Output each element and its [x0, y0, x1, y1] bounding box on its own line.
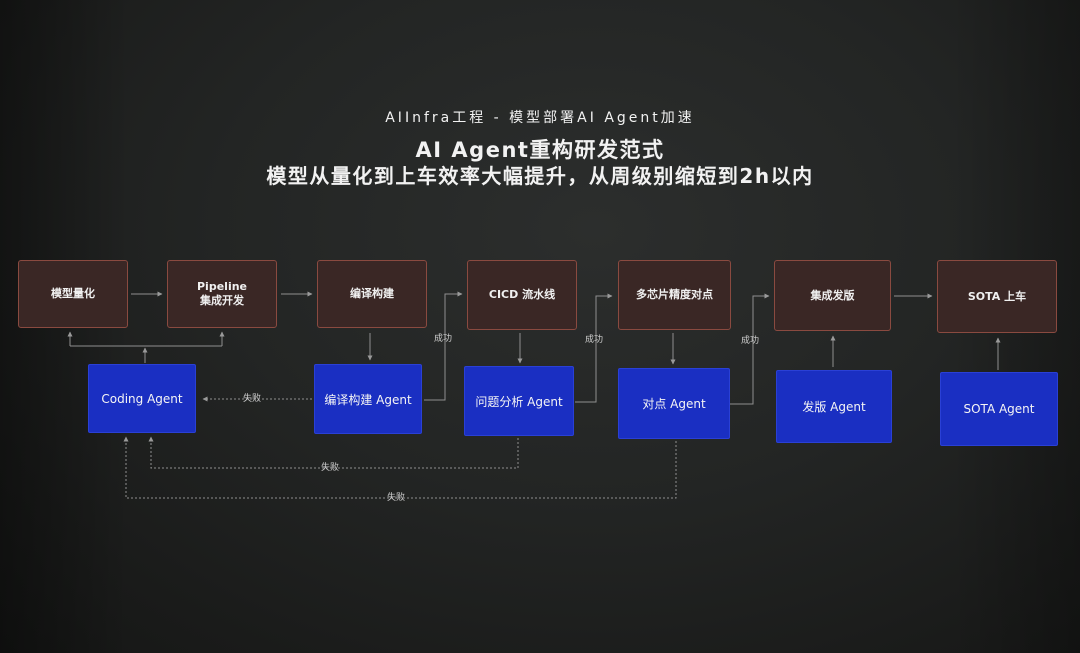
- stage-pipeline: Pipeline 集成开发: [167, 260, 277, 328]
- stage-release: 集成发版: [774, 260, 891, 331]
- stage-multichip-align: 多芯片精度对点: [618, 260, 731, 330]
- label-build-fail: 失败: [243, 394, 262, 404]
- label-build-success: 成功: [434, 334, 453, 344]
- label-align-success: 成功: [741, 336, 760, 346]
- stage-cicd: CICD 流水线: [467, 260, 577, 330]
- arrow-align-fail: [123, 436, 677, 499]
- arrow-build-success: [424, 291, 463, 401]
- slide-title: AI Agent重构研发范式: [415, 138, 665, 162]
- slide-headline: 模型从量化到上车效率大幅提升，从周级别缩短到2h以内: [266, 164, 814, 188]
- stage-sota: SOTA 上车: [937, 260, 1057, 333]
- arrow-align-success: [730, 293, 770, 405]
- stage-build: 编译构建: [317, 260, 427, 328]
- agent-analysis: 问题分析 Agent: [464, 366, 574, 436]
- arrow-analysis-fail: [148, 436, 519, 469]
- label-analysis-success: 成功: [585, 335, 604, 345]
- arrow-analysis-success: [575, 293, 613, 403]
- agent-build: 编译构建 Agent: [314, 364, 422, 434]
- agent-release: 发版 Agent: [776, 370, 892, 443]
- agent-sota: SOTA Agent: [940, 372, 1058, 446]
- agent-align: 对点 Agent: [618, 368, 730, 439]
- label-align-fail: 失败: [387, 493, 406, 503]
- label-analysis-fail: 失败: [321, 463, 340, 473]
- agent-coding: Coding Agent: [88, 364, 196, 433]
- slide-subtitle: AIInfra工程 - 模型部署AI Agent加速: [385, 110, 695, 126]
- stage-quantization: 模型量化: [18, 260, 128, 328]
